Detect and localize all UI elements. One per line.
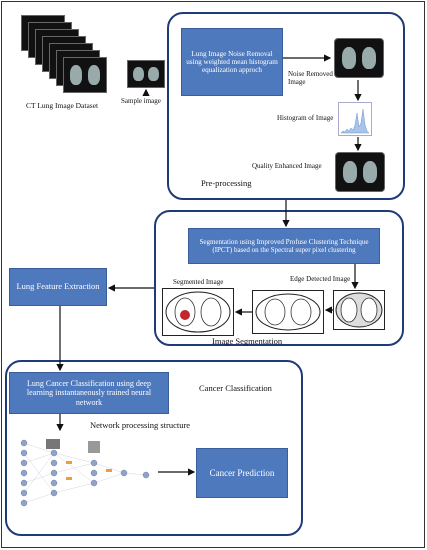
sample-ct-image [127, 60, 165, 88]
neural-network-figure [14, 433, 154, 519]
segmented-image [162, 288, 234, 336]
quality-enhanced-label: Quality Enhanced Image [252, 162, 322, 170]
histogram-label: Histogram of Image [277, 114, 334, 122]
network-structure-label: Network processing structure [90, 420, 191, 430]
sample-image-label: Sample image [121, 97, 161, 105]
noise-removed-ct [334, 38, 384, 78]
classification-box: Lung Cancer Classification using deep le… [9, 372, 169, 414]
noise-removed-label: Noise Removed Image [288, 70, 333, 87]
edge-gray-image [333, 290, 385, 330]
edge-detected-image [252, 290, 324, 334]
noise-removal-box: Lung Image Noise Removal using weighted … [181, 28, 283, 96]
segmentation-section-label: Image Segmentation [212, 336, 283, 346]
classification-section-label: Cancer Classification [199, 383, 272, 393]
segmentation-box: Segmentation using Improved Profuse Clus… [188, 228, 380, 264]
histogram-image [338, 102, 372, 136]
segmented-image-label: Segmented Image [173, 278, 224, 286]
ct-slice [63, 57, 107, 93]
feature-extraction-box: Lung Feature Extraction [9, 268, 107, 306]
cancer-prediction-box: Cancer Prediction [196, 448, 288, 498]
dataset-label: CT Lung Image Dataset [26, 101, 99, 110]
edge-detected-label: Edge Detected Image [290, 275, 351, 283]
quality-enhanced-ct [335, 152, 385, 192]
preprocessing-section-label: Pre-processing [201, 178, 252, 188]
